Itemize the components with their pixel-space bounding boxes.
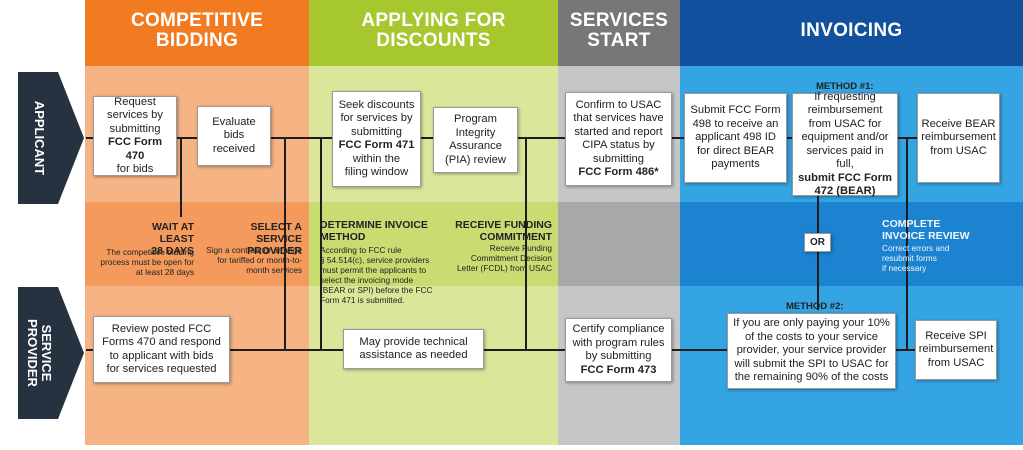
provider-flow-line <box>86 349 996 351</box>
funding-commitment-title: RECEIVE FUNDING COMMITMENT <box>455 219 552 243</box>
provider-lane-label: SERVICE PROVIDER <box>25 319 54 387</box>
wait-28-days-text: The competitive bidding process must be … <box>100 247 194 277</box>
header-competitive-bidding: COMPETITIVE BIDDING <box>130 10 264 51</box>
wait-28-days-title: WAIT AT LEAST 28 DAYS <box>151 221 194 257</box>
determine-method-text: According to FCC rule § 54.514(c), servi… <box>320 245 433 305</box>
provider-lane-arrow <box>18 287 84 419</box>
connector-determine <box>320 137 322 349</box>
connector-review <box>906 137 908 349</box>
applicant-flow-line <box>86 137 996 139</box>
header-applying-for-discounts: APPLYING FOR DISCOUNTS <box>361 10 506 51</box>
applicant-lane-label: APPLICANT <box>32 100 48 176</box>
method-2-label: METHOD #2: <box>786 301 844 312</box>
connector-select <box>284 137 286 349</box>
or-badge: OR <box>804 233 831 252</box>
connector-wait <box>180 137 182 217</box>
applicant-lane-arrow <box>18 72 84 204</box>
invoice-review-text: Correct errors and resubmit forms if nec… <box>882 243 950 273</box>
header-invoicing: INVOICING <box>800 20 903 41</box>
connector-funding <box>525 137 527 349</box>
determine-method-title: DETERMINE INVOICE METHOD <box>320 219 428 243</box>
invoice-review-title: COMPLETE INVOICE REVIEW <box>882 218 970 242</box>
select-provider-title: SELECT A SERVICE PROVIDER <box>247 221 302 257</box>
header-services-start: SERVICES START <box>569 10 669 51</box>
method-1-label: METHOD #1: <box>816 81 874 92</box>
spi-method-box: If you are only paying your 10%of the co… <box>727 313 896 389</box>
funding-commitment-text: Receive Funding Commitment Decision Lett… <box>457 243 552 273</box>
select-provider-text: Sign a contract or arrange for tariffed … <box>206 245 302 275</box>
